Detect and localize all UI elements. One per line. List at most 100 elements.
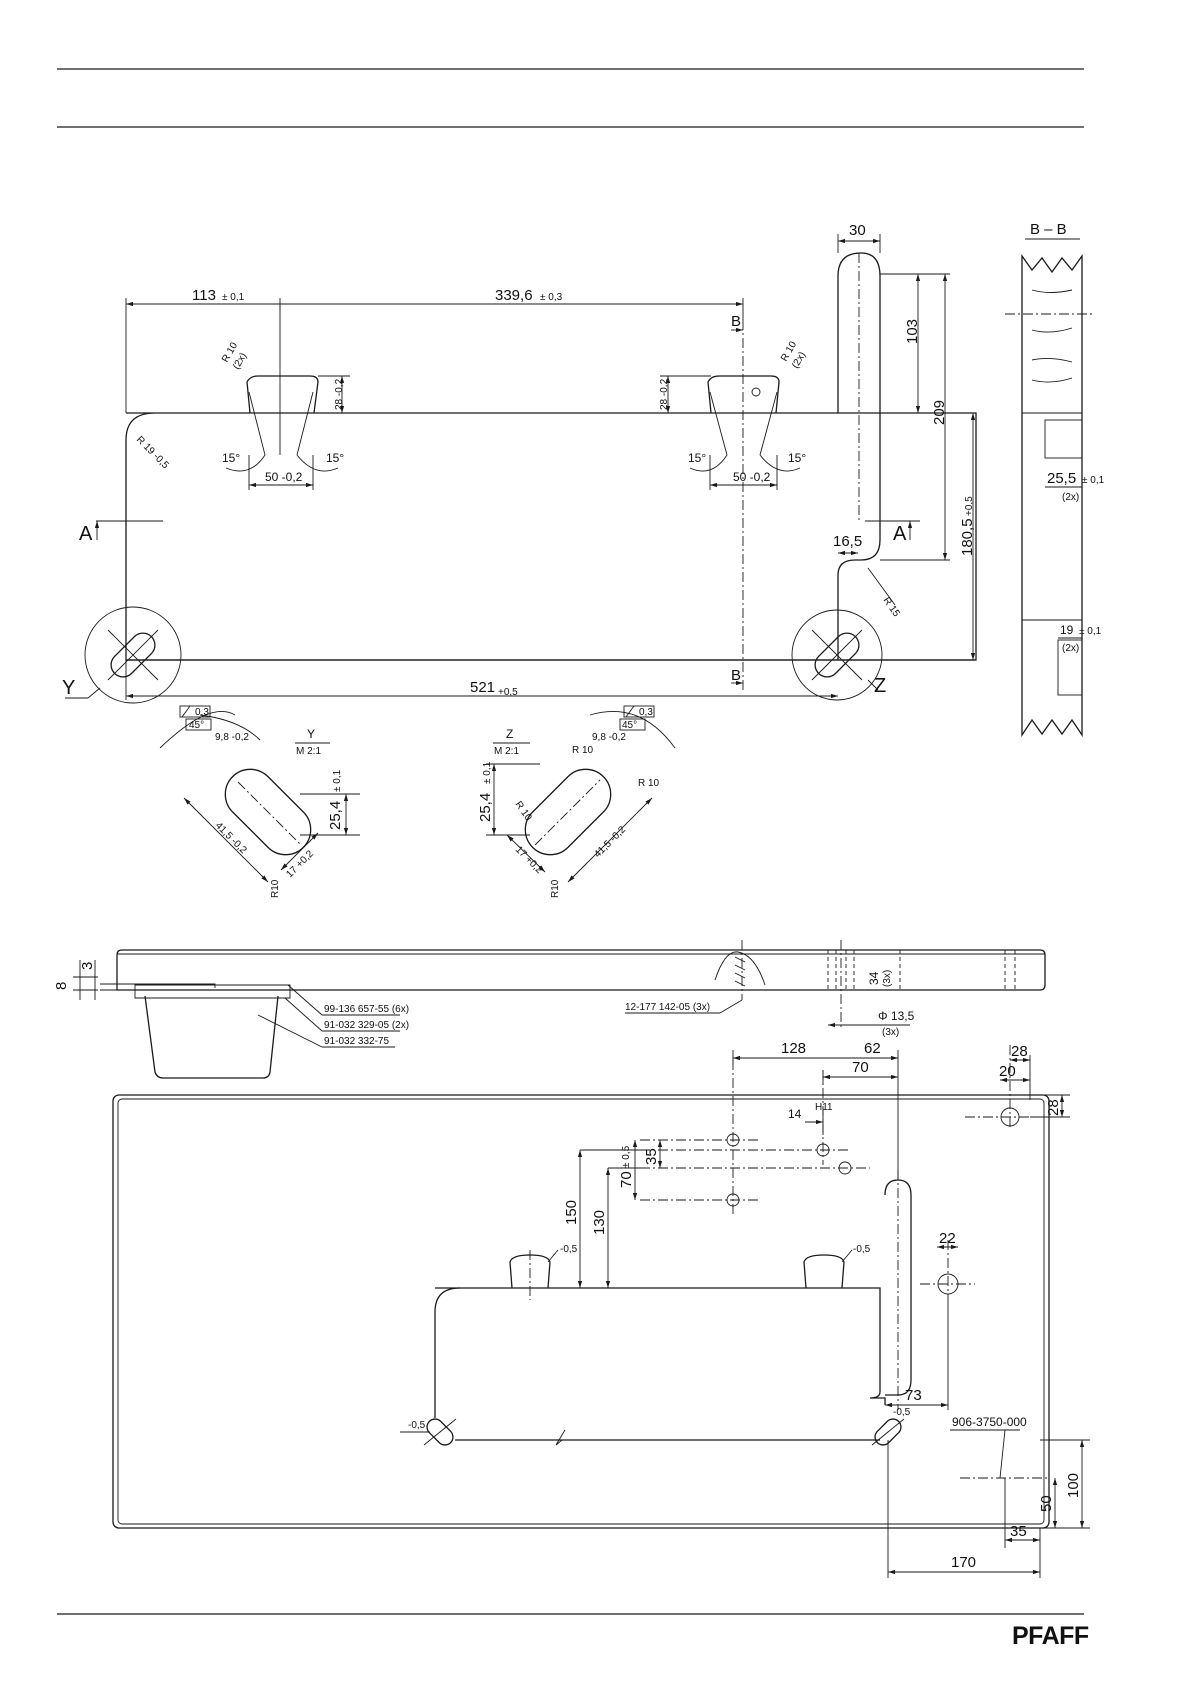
plan-dim-28a: 28	[1011, 1043, 1028, 1060]
section-b-top: B	[731, 313, 741, 330]
plan-dim-35b: 35	[1010, 1523, 1027, 1540]
section-b-dim-19-n: (2x)	[1062, 643, 1079, 654]
side-phi-n: (3x)	[882, 1027, 899, 1038]
dim-28a: 28 -0,2	[334, 378, 345, 410]
detail-z-scale: M 2:1	[494, 746, 519, 757]
detail-z-dim-254-tol: ± 0,1	[482, 761, 493, 784]
detail-y-radius: R10	[270, 879, 281, 898]
top-view: 113 ± 0,1 339,6 ± 0,3 521 +0,5 30 103 20…	[62, 222, 977, 704]
detail-y-flatness: 0,3	[195, 707, 209, 718]
plan-h11: H11	[815, 1102, 833, 1113]
detail-z-dim-17: 17 +0,2	[513, 844, 545, 876]
plan-dim-62: 62	[864, 1040, 881, 1057]
section-a-right: A	[893, 523, 907, 545]
plan-dim-73: 73	[905, 1387, 922, 1404]
side-phi: Φ 13,5	[878, 1009, 915, 1023]
angle-15b: 15°	[326, 451, 344, 465]
detail-y-dim-98: 9,8 -0,2	[215, 732, 249, 743]
section-b-dim-25: 25,5	[1047, 470, 1076, 487]
detail-z-flatness: 0,3	[639, 707, 653, 718]
plan-dim-100: 100	[1065, 1473, 1082, 1498]
detail-z-dim-98: 9,8 -0,2	[592, 732, 626, 743]
dim-28b: 28 -0,2	[659, 378, 670, 410]
part-label-4: 12-177 142-05 (3x)	[625, 1002, 710, 1013]
side-dim-3: 3	[79, 962, 96, 970]
section-b-dim-25-tol: ± 0,1	[1082, 475, 1105, 486]
detail-z-callout: Z	[874, 675, 886, 697]
plan-part-number: 906-3750-000	[952, 1415, 1027, 1429]
dim-16: 16,5	[833, 533, 862, 550]
angle-15c: 15°	[688, 451, 706, 465]
plan-view: 128 62 70 28 20 28 14 H11 35 70 ± 0,5 15…	[112, 1040, 1090, 1578]
side-dim-34: 34	[867, 971, 881, 985]
plan-dim-50: 50	[1038, 1495, 1055, 1512]
angle-15a: 15°	[222, 451, 240, 465]
detail-y-dim-17: 17 +0,2	[284, 848, 316, 880]
plan-dim-28b: 28	[1045, 1099, 1062, 1116]
plan-dim-70: 70	[852, 1059, 869, 1076]
plan-dim-150: 150	[563, 1200, 580, 1225]
detail-z-view: Z M 2:1 0,3 45° 9,8 -0,2 R 10 R 10 R 10 …	[477, 705, 676, 898]
detail-y-angle: 45°	[189, 720, 204, 731]
section-a-left: A	[79, 523, 93, 545]
section-b-title: B – B	[1030, 221, 1067, 238]
tol-slot-right: -0,5	[893, 1407, 911, 1418]
dim-113: 113	[192, 287, 216, 304]
dim-30: 30	[849, 222, 866, 239]
side-view: 8 3 99-136 657-55 (6x) 91-032 329-05 (2x…	[53, 940, 1046, 1079]
dim-103: 103	[904, 319, 921, 344]
detail-z-radius-b: R 10	[638, 778, 660, 789]
pfaff-logo: PFAFF	[1012, 1622, 1089, 1650]
detail-y-title: Y	[307, 727, 315, 741]
dim-113-tol: ± 0,1	[222, 292, 245, 303]
plan-dim-22: 22	[939, 1230, 956, 1247]
tol-notch-left: -0,5	[560, 1244, 578, 1255]
detail-y-dim-415: 41,5 -0,2	[213, 820, 249, 856]
section-b-view: B – B 25,5 ± 0,1 (2x) 19 ± 0,1 (2x)	[1005, 221, 1105, 738]
detail-z-radius-d: R10	[550, 879, 561, 898]
detail-z-dim-254: 25,4	[477, 793, 494, 822]
dim-521: 521	[470, 679, 495, 696]
dim-50a: 50 -0,2	[265, 470, 303, 484]
plan-dim-128: 128	[781, 1040, 806, 1057]
plan-dim-20: 20	[999, 1063, 1016, 1080]
detail-z-radius-c: R 10	[513, 799, 534, 823]
detail-z-angle: 45°	[622, 720, 637, 731]
dim-339: 339,6	[495, 287, 533, 304]
dim-50b: 50 -0,2	[733, 470, 771, 484]
dim-339-tol: ± 0,3	[540, 292, 563, 303]
tol-slot-left: -0,5	[408, 1420, 426, 1431]
plan-dim-35: 35	[643, 1148, 660, 1165]
header-rules	[57, 68, 1084, 128]
radius-19: R 19 -0,5	[134, 434, 171, 471]
plan-dim-05: ± 0,5	[621, 1145, 632, 1168]
part-label-3: 91-032 332-75	[324, 1036, 389, 1047]
detail-z-radius-a: R 10	[572, 745, 594, 756]
dim-180: 180,5	[959, 518, 976, 556]
side-dim-8: 8	[53, 982, 70, 990]
detail-y-dim-254: 25,4	[327, 801, 344, 830]
angle-15d: 15°	[788, 451, 806, 465]
detail-y-dim-254-tol: ± 0,1	[332, 769, 343, 792]
plan-dim-14: 14	[788, 1107, 802, 1121]
part-label-1: 99-136 657-55 (6x)	[324, 1004, 409, 1015]
side-dim-34-n: (3x)	[882, 970, 893, 987]
section-b-bottom: B	[731, 667, 741, 684]
detail-z-title: Z	[506, 727, 513, 741]
part-label-2: 91-032 329-05 (2x)	[324, 1020, 409, 1031]
detail-y-scale: M 2:1	[296, 746, 321, 757]
dim-521-tol: +0,5	[498, 687, 518, 698]
section-b-dim-19: 19	[1060, 623, 1074, 637]
radius-15: R 15	[881, 595, 902, 619]
plan-dim-170: 170	[951, 1554, 976, 1571]
section-b-dim-19-tol: ± 0,1	[1079, 626, 1102, 637]
plan-dim-70v: 70	[618, 1171, 635, 1188]
section-b-dim-25-n: (2x)	[1062, 492, 1079, 503]
plan-dim-130: 130	[591, 1210, 608, 1235]
detail-z-dim-415: 41,5 -0,2	[592, 824, 628, 860]
detail-y-callout: Y	[62, 677, 75, 699]
dim-180-tol: +0,5	[964, 496, 975, 516]
footer: PFAFF	[57, 1613, 1089, 1650]
detail-y-view: Y M 2:1 0,3 45° 9,8 -0,2 25,4 ± 0,1 41,5…	[159, 705, 360, 898]
